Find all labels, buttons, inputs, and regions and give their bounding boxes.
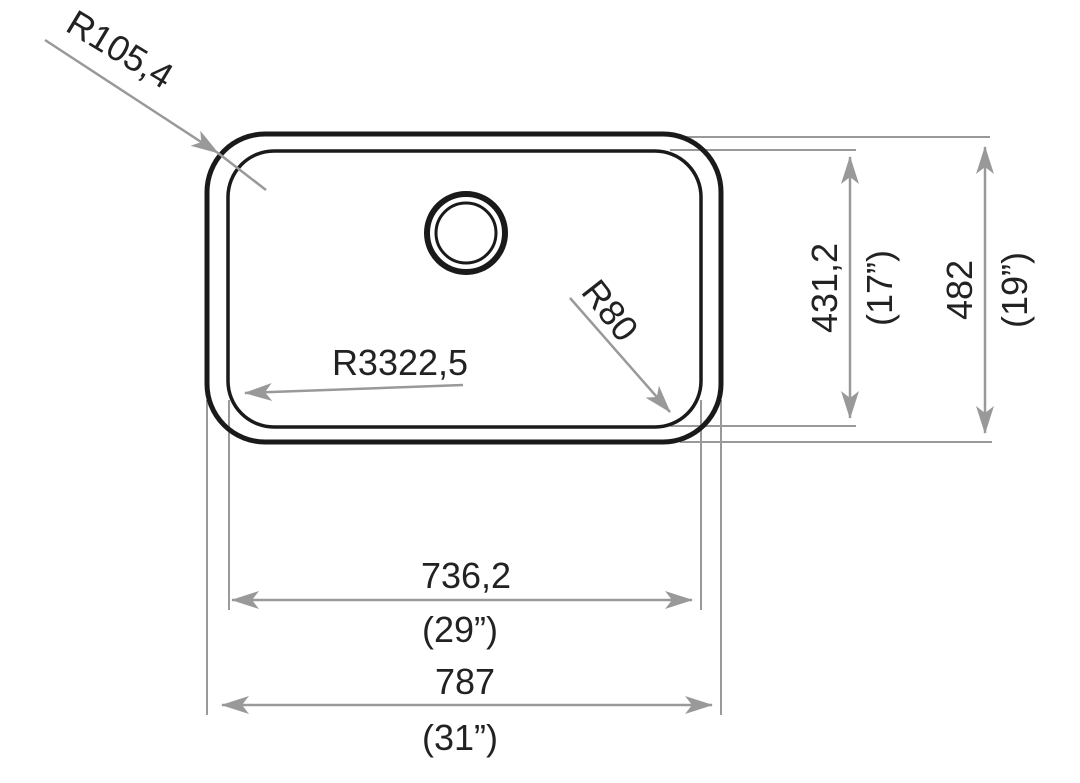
corner-radius-inner-label: R80 — [574, 272, 647, 349]
inner-width-mm-label: 736,2 — [421, 555, 511, 596]
outer-depth-mm-label: 482 — [939, 260, 980, 320]
inner-width-in-label: (29”) — [422, 609, 498, 650]
side-radius-label: R3322,5 — [332, 342, 468, 383]
inner-depth-in-label: (17”) — [859, 250, 900, 326]
drain-icon — [424, 191, 508, 275]
outer-width-mm-label: 787 — [435, 661, 495, 702]
sink-outer-rim — [204, 131, 724, 445]
side-radius-leader — [244, 383, 464, 402]
inner-depth-mm-label: 431,2 — [804, 243, 845, 333]
sink-inner-basin — [226, 149, 703, 429]
corner-radius-outer-leader — [44, 38, 219, 155]
corner-radius-outer-label: R105,4 — [60, 2, 181, 97]
outer-depth-in-label: (19”) — [994, 252, 1035, 328]
corner-radius-inner-leader — [569, 297, 671, 413]
outer-width-in-label: (31”) — [422, 717, 498, 758]
